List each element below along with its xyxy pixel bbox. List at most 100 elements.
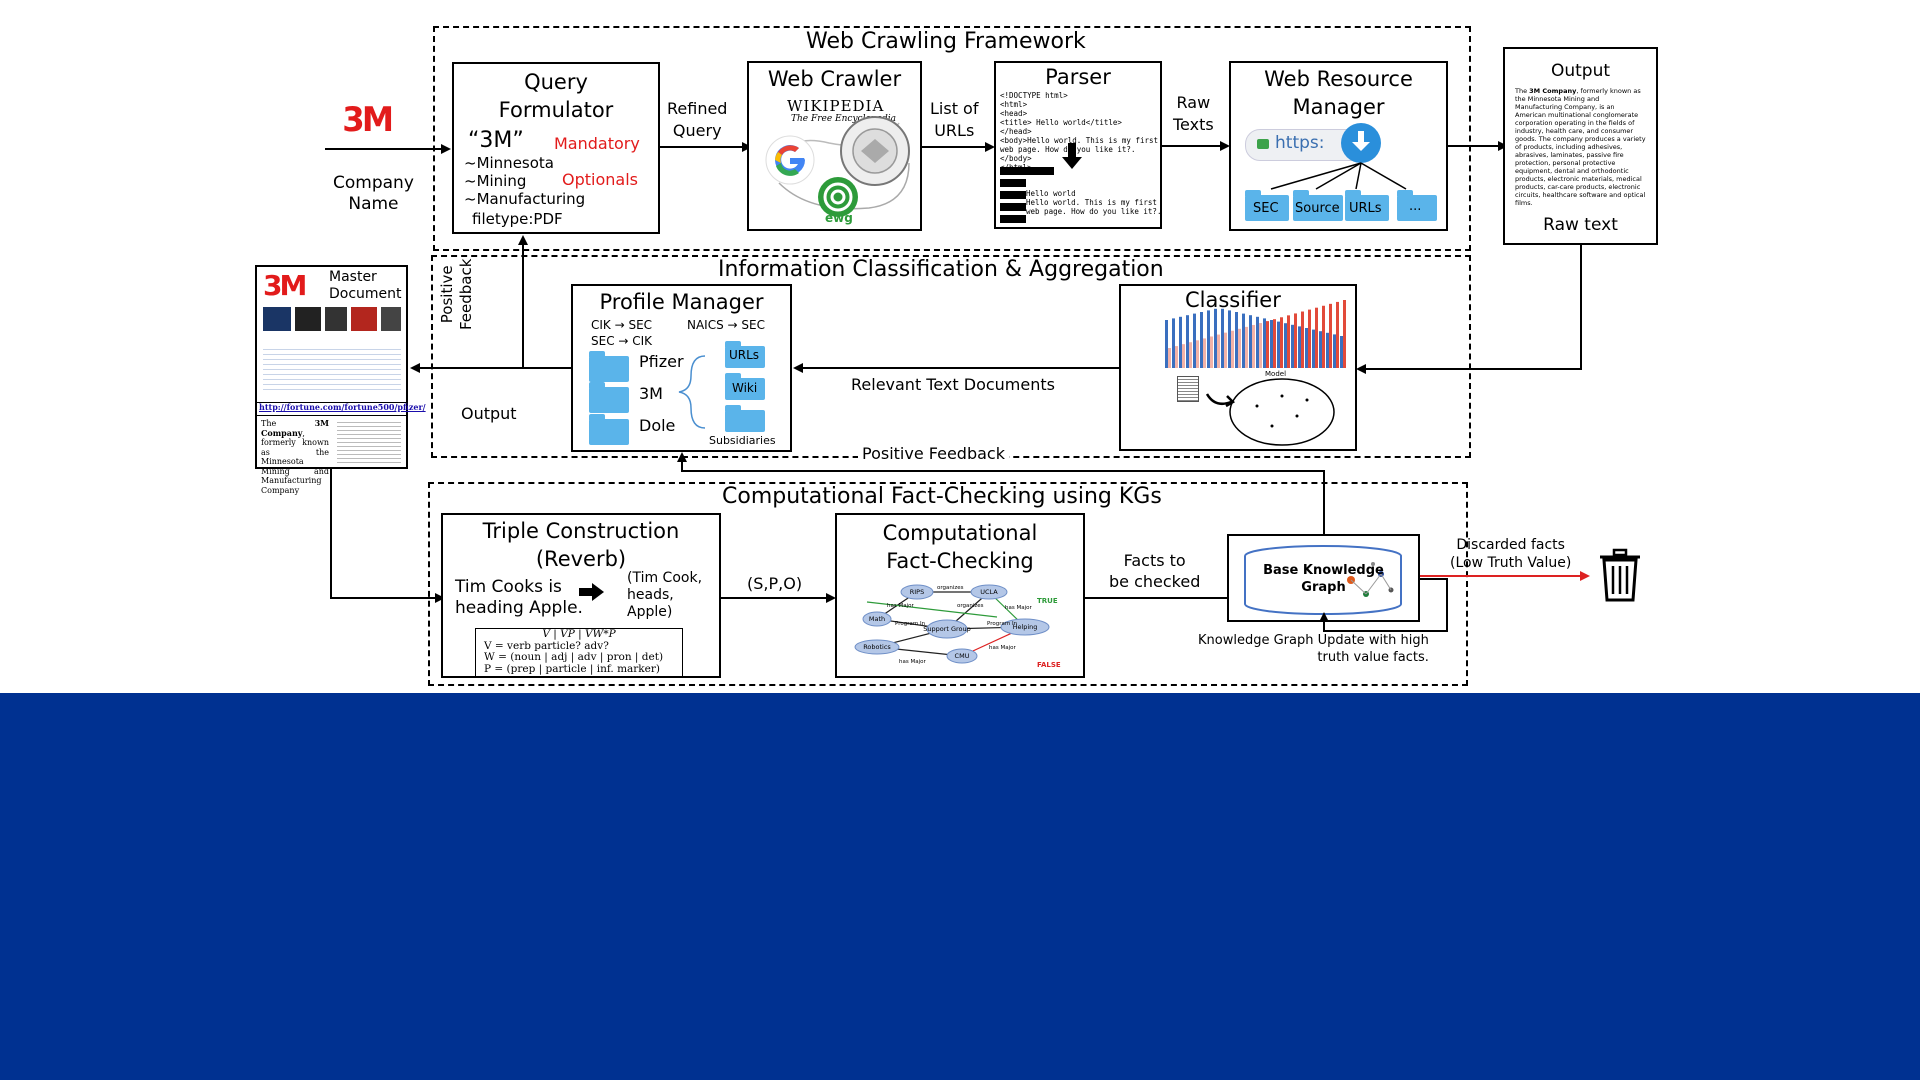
arrowhead xyxy=(985,142,995,152)
classifier-bar-blue xyxy=(1242,313,1245,368)
classifier-bar-blue xyxy=(1291,324,1294,368)
info-classification-title: Information Classification & Aggregation xyxy=(714,257,1168,282)
arrowhead xyxy=(1319,612,1329,622)
document-icon xyxy=(1177,376,1199,402)
classifier-bar-blue xyxy=(1207,310,1210,368)
classifier-bar-red xyxy=(1182,344,1185,368)
classifier-bar-red xyxy=(1322,305,1325,368)
source-folder-icon xyxy=(1293,190,1343,221)
output-doc-intro: The xyxy=(1515,87,1530,95)
sec-folder-label: SEC xyxy=(1253,201,1279,216)
filetype-term: filetype:PDF xyxy=(472,210,563,228)
parser-text-output: Hello world Hello world. This is my firs… xyxy=(1026,189,1162,216)
arrowhead xyxy=(1356,364,1366,374)
model-label: Model xyxy=(1265,370,1287,378)
urls-folder-label: URLs xyxy=(1349,201,1382,216)
grammar-line-3: W = (noun | adj | adv | pron | det) xyxy=(484,651,664,663)
sec-seal-icon xyxy=(840,116,910,186)
arrow-triple-to-factcheck xyxy=(721,597,826,599)
thumb xyxy=(263,307,291,331)
edge-has-major-2: has Major xyxy=(899,659,926,665)
source-folder-label: Source xyxy=(1295,201,1340,216)
url-text: https: xyxy=(1275,133,1325,153)
classifier-bar-red xyxy=(1203,338,1206,368)
parsed-block xyxy=(1000,179,1026,187)
edge-organizes-2: organizes xyxy=(957,603,984,609)
classifier-bar-blue xyxy=(1277,321,1280,368)
classifier-box: Classifier Model xyxy=(1119,284,1357,451)
wiki-profile-label: Wiki xyxy=(732,381,758,395)
classifier-bar-red xyxy=(1259,323,1262,368)
dole-folder-icon xyxy=(589,414,629,445)
positive-feedback-bottom-label: Positive Feedback xyxy=(858,444,1009,463)
classifier-bar-red xyxy=(1168,348,1171,368)
classifier-bar-blue xyxy=(1193,313,1196,368)
spo-label: (S,P,O) xyxy=(747,574,803,593)
master-url-bar xyxy=(257,402,406,416)
classifier-bar-blue xyxy=(1214,308,1217,368)
classifier-bar-blue xyxy=(1284,323,1287,368)
urls-profile-folder-icon xyxy=(725,341,765,368)
arrow-right-head xyxy=(592,583,604,601)
download-arrow xyxy=(1358,131,1364,143)
arrowhead xyxy=(441,144,451,154)
classifier-bar-blue xyxy=(1298,326,1301,368)
classifier-bar-red xyxy=(1266,321,1269,368)
classifier-bar-red xyxy=(1189,342,1192,368)
edge-program-in: Program In xyxy=(895,621,926,627)
mandatory-label: Mandatory xyxy=(554,134,640,153)
master-body-intro: The xyxy=(261,419,315,428)
kg-feedback-to-profile xyxy=(681,460,683,472)
parser-html-source: <!DOCTYPE html> <html> <head> <title> He… xyxy=(1000,91,1159,172)
classifier-bar-red xyxy=(1175,346,1178,368)
master-document-box: 3M Master Document http://fortune.com/fo… xyxy=(255,265,426,495)
profile-manager-box: Profile Manager CIK → SEC NAICS → SEC SE… xyxy=(571,284,792,452)
base-kg-label: Base Knowledge Graph xyxy=(1263,563,1384,595)
arrow-factcheck-to-kg xyxy=(1085,597,1237,599)
classifier-bar-red xyxy=(1224,332,1227,368)
classifier-bar-red xyxy=(1231,330,1234,368)
classifier-bar-blue xyxy=(1270,320,1273,368)
edge-has-major-4: has Major xyxy=(989,645,1016,651)
arrow-company-to-query xyxy=(325,148,443,150)
parsed-block xyxy=(1000,191,1026,199)
thumb xyxy=(295,307,321,331)
kg-update-left xyxy=(1323,630,1448,632)
optional-term-3: ~Manufacturing xyxy=(464,190,586,208)
base-kg-box: Base Knowledge Graph xyxy=(1227,534,1420,622)
classifier-bar-blue xyxy=(1333,334,1336,368)
node-helping: Helping xyxy=(1013,623,1038,631)
arrowhead xyxy=(1220,141,1230,151)
line-master-to-triple xyxy=(330,597,435,599)
line-output-down xyxy=(1580,245,1582,369)
edge-program-in-2: Program In xyxy=(987,621,1018,627)
web-crawler-box: Web Crawler WIKIPEDIA The Free Encyclope… xyxy=(747,61,922,231)
master-info-lines xyxy=(263,345,401,393)
classifier-bar-blue xyxy=(1179,316,1182,368)
classifier-bar-blue xyxy=(1200,312,1203,368)
classifier-bar-blue xyxy=(1186,315,1189,368)
classifier-title: Classifier xyxy=(1185,288,1281,312)
arrowhead xyxy=(410,363,420,373)
classifier-bar-red xyxy=(1217,334,1220,368)
positive-feedback-up-line xyxy=(522,245,524,368)
parsed-block xyxy=(1000,203,1026,211)
query-formulator-title: Query Formulator xyxy=(498,70,614,122)
parsed-block xyxy=(1000,215,1026,223)
kg-feedback-horizontal-line xyxy=(681,470,1325,472)
web-crawling-framework-region xyxy=(433,26,1471,251)
node-cmu: CMU xyxy=(955,652,970,660)
classifier-bar-blue xyxy=(1256,316,1259,368)
google-icon xyxy=(765,135,815,185)
arrow-query-to-crawler xyxy=(660,146,744,148)
classifier-bar-red xyxy=(1343,300,1346,368)
model-topic-circle xyxy=(1229,378,1335,446)
classifier-bar-blue xyxy=(1305,328,1308,368)
classifier-bar-blue xyxy=(1165,320,1168,368)
kg-feedback-up-line xyxy=(1323,470,1325,536)
positive-feedback-vertical-label: Positive Feedback xyxy=(438,258,475,330)
urls-profile-label: URLs xyxy=(729,348,760,362)
classifier-bar-red xyxy=(1301,311,1304,368)
wikipedia-tagline: The Free Encyclopedia xyxy=(791,114,896,124)
query-formulator-box: Query Formulator “3M” Mandatory ~Minneso… xyxy=(452,62,660,234)
